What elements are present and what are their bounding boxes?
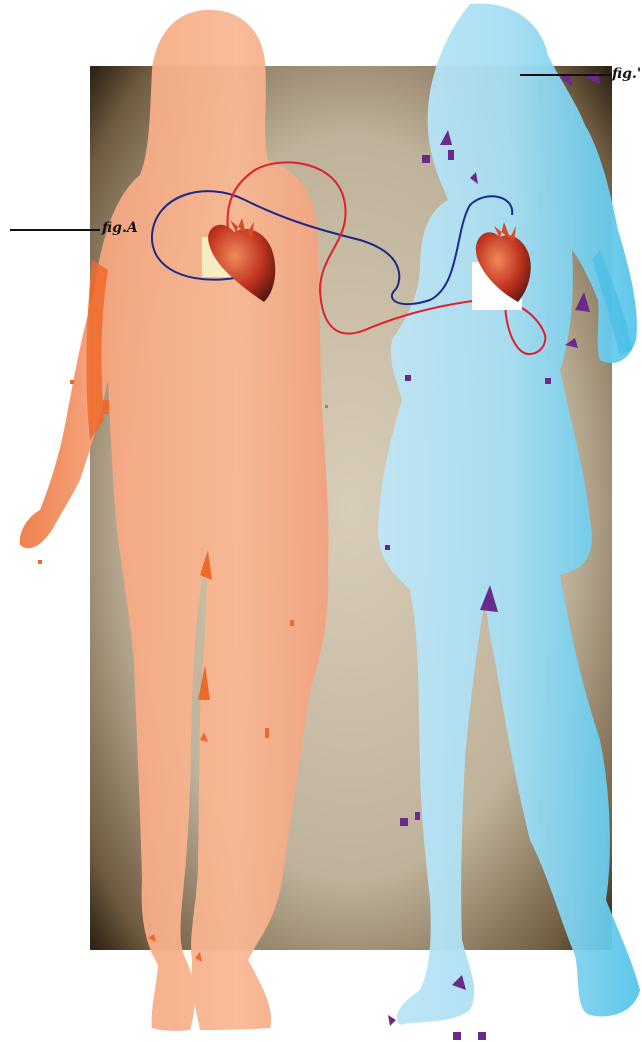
figure-b-label: fig.' xyxy=(612,66,641,82)
figure-a-label: fig.A xyxy=(102,220,138,236)
figure-a-leader-line xyxy=(10,229,100,231)
figure-b-leader-line xyxy=(520,74,612,76)
